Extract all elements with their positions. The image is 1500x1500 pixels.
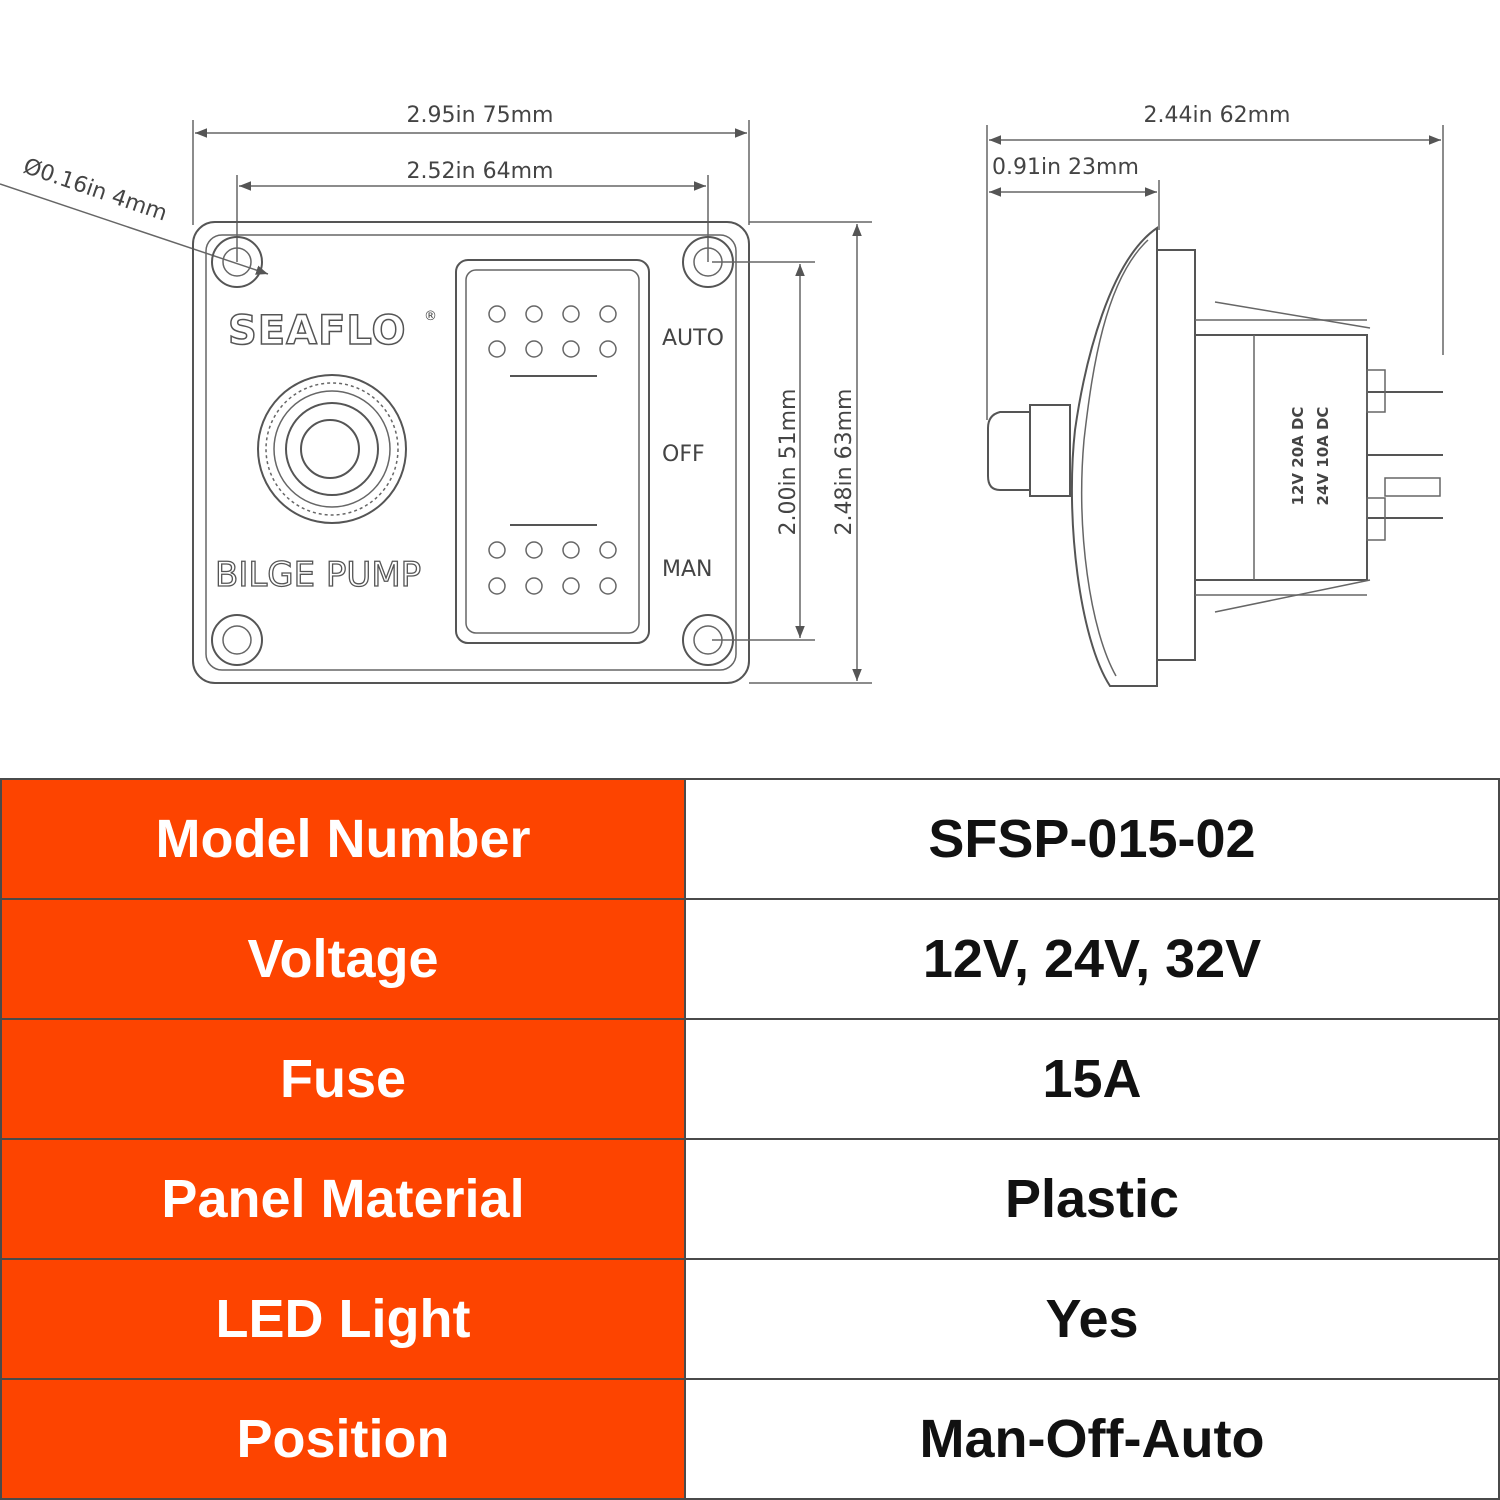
switch-label-man: MAN — [662, 557, 713, 582]
brand-logo: SEAFLO — [228, 308, 406, 354]
spec-value: Plastic — [684, 1138, 1500, 1260]
dim-depth-front: 0.91in 23mm — [992, 155, 1139, 180]
spec-value: Yes — [684, 1258, 1500, 1380]
dim-width-holes: 2.52in 64mm — [407, 159, 554, 184]
spec-value: 15A — [684, 1018, 1500, 1140]
front-view: 2.95in 75mm 2.52in 64mm Ø0.16in 4mm SEAF… — [0, 103, 872, 684]
side-view: 2.44in 62mm 0.91in 23mm 12V 20A DC 24V 1… — [986, 103, 1444, 687]
dim-width-outer: 2.95in 75mm — [407, 103, 554, 128]
mounting-hole — [211, 236, 263, 288]
spec-label: LED Light — [0, 1258, 686, 1380]
panel-label: BILGE PUMP — [215, 555, 421, 595]
rating-label: 24V 10A DC — [1314, 407, 1332, 506]
rocker-switch — [455, 259, 650, 644]
brand-registered-mark: ® — [424, 309, 437, 324]
spec-label: Model Number — [0, 778, 686, 900]
rating-label: 12V 20A DC — [1289, 407, 1307, 506]
dim-height-holes: 2.00in 51mm — [776, 389, 801, 536]
dim-height-outer: 2.48in 63mm — [832, 389, 857, 536]
fuse-holder — [257, 374, 407, 524]
spec-label: Voltage — [0, 898, 686, 1020]
spec-label: Position — [0, 1378, 686, 1500]
led-indicator-top — [488, 305, 617, 358]
dim-depth-total: 2.44in 62mm — [1144, 103, 1291, 128]
switch-label-auto: AUTO — [662, 326, 724, 351]
led-indicator-bottom — [488, 541, 617, 595]
mounting-hole — [211, 614, 263, 666]
spec-value: SFSP-015-02 — [684, 778, 1500, 900]
technical-drawing: 2.95in 75mm 2.52in 64mm Ø0.16in 4mm SEAF… — [0, 103, 1444, 687]
spec-label: Fuse — [0, 1018, 686, 1140]
spec-value: Man-Off-Auto — [684, 1378, 1500, 1500]
switch-label-off: OFF — [662, 442, 705, 467]
spec-label: Panel Material — [0, 1138, 686, 1260]
spec-value: 12V, 24V, 32V — [684, 898, 1500, 1020]
